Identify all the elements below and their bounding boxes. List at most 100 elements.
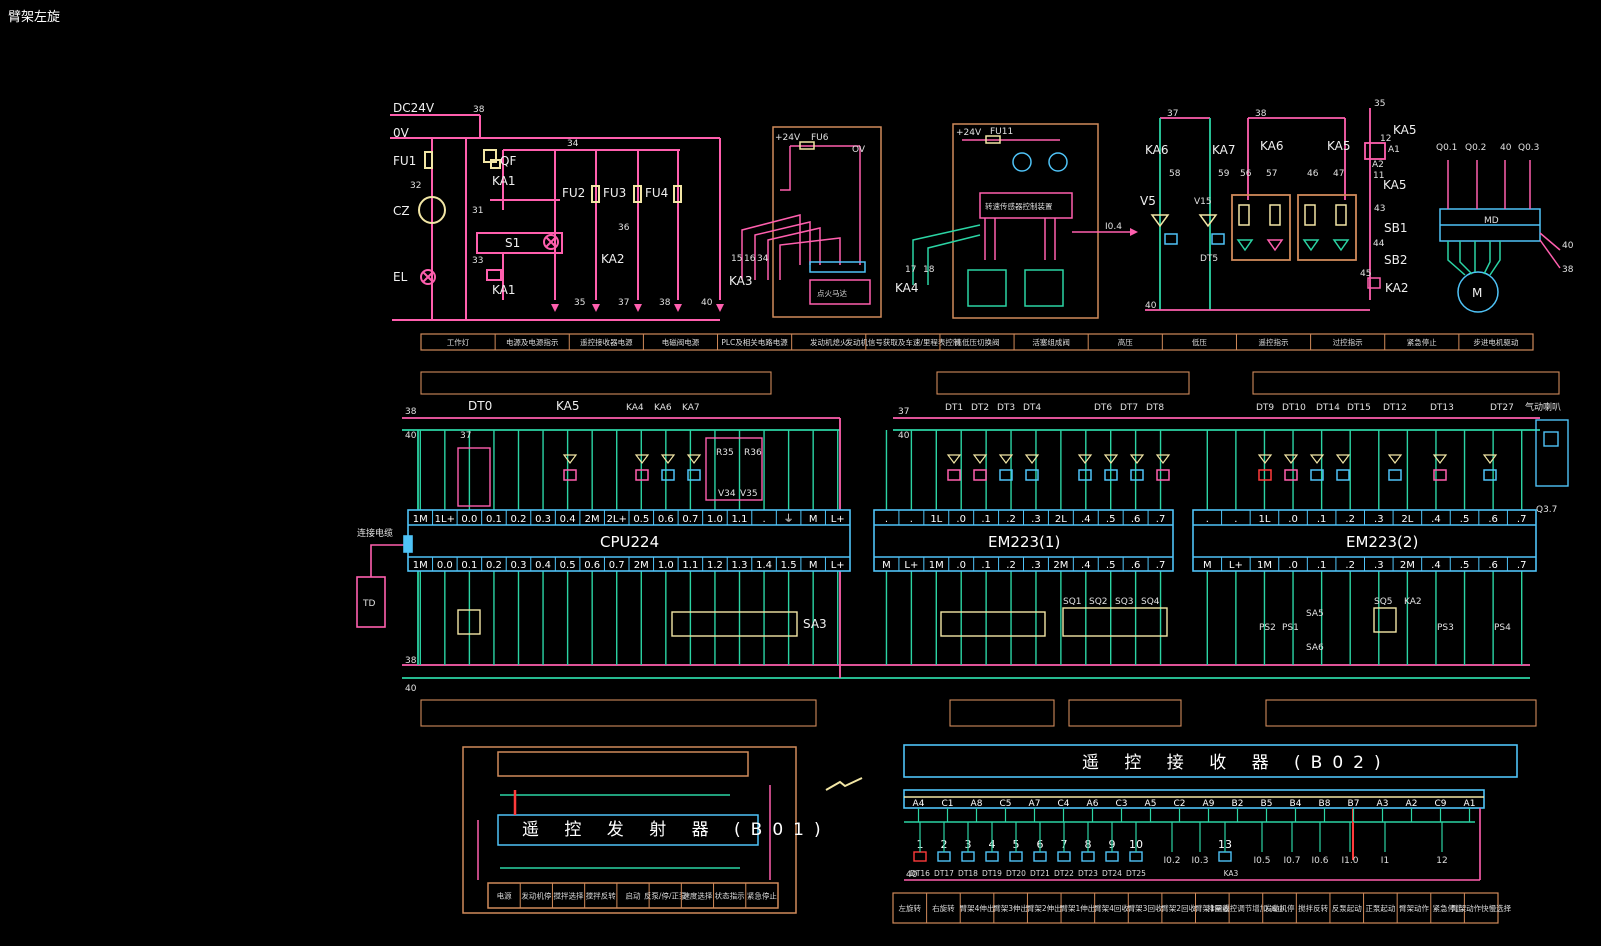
label-el: EL: [393, 270, 408, 284]
caption-cell: 臂架4回收: [1094, 903, 1129, 913]
receiver-output-coil-icon: [1105, 851, 1119, 862]
caption-cell: 电磁阀电源: [662, 337, 700, 347]
node-34-ign: 34: [757, 254, 769, 264]
label-cz: CZ: [393, 204, 410, 218]
em1-in-terminal-label: 1M: [929, 560, 944, 571]
diode-icon: [972, 454, 988, 464]
receiver-terminal-label: A7: [1029, 799, 1041, 809]
caption-cell: 活塞组成阀: [1032, 337, 1070, 347]
caption-cell: 步进电机驱动: [1473, 337, 1518, 347]
caption-cell: 高低压切换阀: [955, 337, 1000, 347]
receiver-terminal-label: A2: [1406, 799, 1418, 809]
label-fu11: FU11: [990, 127, 1013, 137]
receiver-input-label: I1.0: [1342, 856, 1359, 866]
receiver-ka3-label: KA3: [1224, 869, 1239, 878]
caption-cell: 启动: [626, 891, 641, 901]
label-fu1: FU1: [393, 154, 416, 168]
receiver-input-label: 12: [1436, 856, 1447, 866]
label-ka3: KA3: [729, 274, 753, 288]
cpu-in-terminal-label: 1.4: [756, 560, 772, 571]
cpu-in-terminal-label: 1M: [413, 560, 428, 571]
sensor-section: [912, 123, 1138, 319]
diode-icon: [660, 454, 676, 464]
receiver-dt-label: DT24: [1102, 869, 1122, 878]
node-47: 47: [1333, 169, 1344, 179]
node-37-relay: 37: [1167, 109, 1178, 119]
output-coil-icon: [1336, 469, 1350, 481]
node-58: 58: [1169, 169, 1181, 179]
label-dt4: DT4: [1023, 403, 1041, 413]
label-dt0: DT0: [468, 399, 492, 413]
label-dt10: DT10: [1282, 403, 1306, 413]
caption-cell: 左旋转: [899, 903, 922, 913]
label-dt14: DT14: [1316, 403, 1340, 413]
receiver-output-coil-icon: [1081, 851, 1095, 862]
em2-in-terminal-label: .2: [1345, 560, 1355, 571]
diode-icon: [1257, 454, 1273, 464]
receiver-input-label: I0.6: [1312, 856, 1329, 866]
diode-icon: [1387, 454, 1403, 464]
label-ka2: KA2: [601, 252, 625, 266]
label-ka6-relay: KA6: [1145, 143, 1169, 157]
em2-out-terminal-label: 2L: [1401, 514, 1413, 525]
node-45: 45: [1360, 269, 1371, 279]
cpu-out-terminal-label: 1.0: [707, 514, 723, 525]
caption-cell: 电源及电源指示: [506, 337, 559, 347]
label-p24v-sensor: +24V: [956, 128, 982, 138]
node-38-plc: 38: [405, 407, 417, 417]
em2-out-terminal-label: .6: [1488, 514, 1498, 525]
label-dt13: DT13: [1430, 403, 1454, 413]
diode-icon: [1129, 454, 1145, 464]
label-dc24v: DC24V: [393, 101, 435, 115]
label-cable: 连接电缆: [357, 527, 393, 539]
node-40-rx: 40: [906, 870, 918, 880]
label-ps2: PS2: [1259, 623, 1276, 633]
caption-cell: 臂架4伸出: [960, 903, 995, 913]
em1-out-terminal-label: .6: [1131, 514, 1141, 525]
label-sb1: SB1: [1384, 221, 1407, 235]
receiver-input-label: I1: [1381, 856, 1389, 866]
receiver-terminal-label: A4: [913, 799, 925, 809]
diode-icon: [1335, 454, 1351, 464]
caption-cell: 遥控指示: [1259, 337, 1289, 347]
label-sb2: SB2: [1384, 253, 1407, 267]
caption-cell: 臂架1回收: [1195, 903, 1230, 913]
caption-cell: 发动机停: [1265, 903, 1295, 913]
caption-cell: 反泵/停/正泵: [644, 891, 687, 901]
label-dt5: DT5: [1200, 254, 1218, 264]
cpu-in-terminal-label: 1.1: [682, 560, 698, 571]
em2-in-terminal-label: .5: [1460, 560, 1470, 571]
receiver-dt-label: DT25: [1126, 869, 1146, 878]
receiver-dt-label: DT17: [934, 869, 954, 878]
label-sq3: SQ3: [1115, 597, 1134, 607]
plc-caption-boxes: [420, 371, 1560, 727]
caption-cell: 速度选择: [682, 891, 712, 901]
plc-drops: [419, 430, 1523, 665]
diode-icon: [1432, 454, 1448, 464]
receiver-terminal-label: A8: [971, 799, 983, 809]
receiver-section: [903, 744, 1518, 881]
receiver-terminal-label: C2: [1173, 799, 1185, 809]
output-coil-icon: [1284, 469, 1298, 481]
output-coil-icon: [1156, 469, 1170, 481]
receiver-terminal-label: A1: [1464, 799, 1476, 809]
power-arrows: [551, 304, 724, 312]
ignition-section: [741, 126, 882, 318]
receiver-terminal-label: A5: [1145, 799, 1157, 809]
diode-icon: [634, 454, 650, 464]
label-dt1: DT1: [945, 403, 963, 413]
node-35: 35: [574, 298, 585, 308]
em2-out-terminal-label: .4: [1431, 514, 1441, 525]
label-dt2: DT2: [971, 403, 989, 413]
td-connection: [356, 535, 413, 628]
cpu-out-terminal-label: 2L+: [607, 514, 627, 525]
label-ka4-plc: KA4: [626, 403, 644, 413]
output-coil-icon: [1078, 469, 1092, 481]
label-horn: 气动喇叭: [1525, 401, 1561, 413]
node-36: 36: [618, 223, 630, 233]
diode-icon: [562, 454, 578, 464]
output-coil-icon: [999, 469, 1013, 481]
label-ka2-in: KA2: [1404, 597, 1422, 607]
